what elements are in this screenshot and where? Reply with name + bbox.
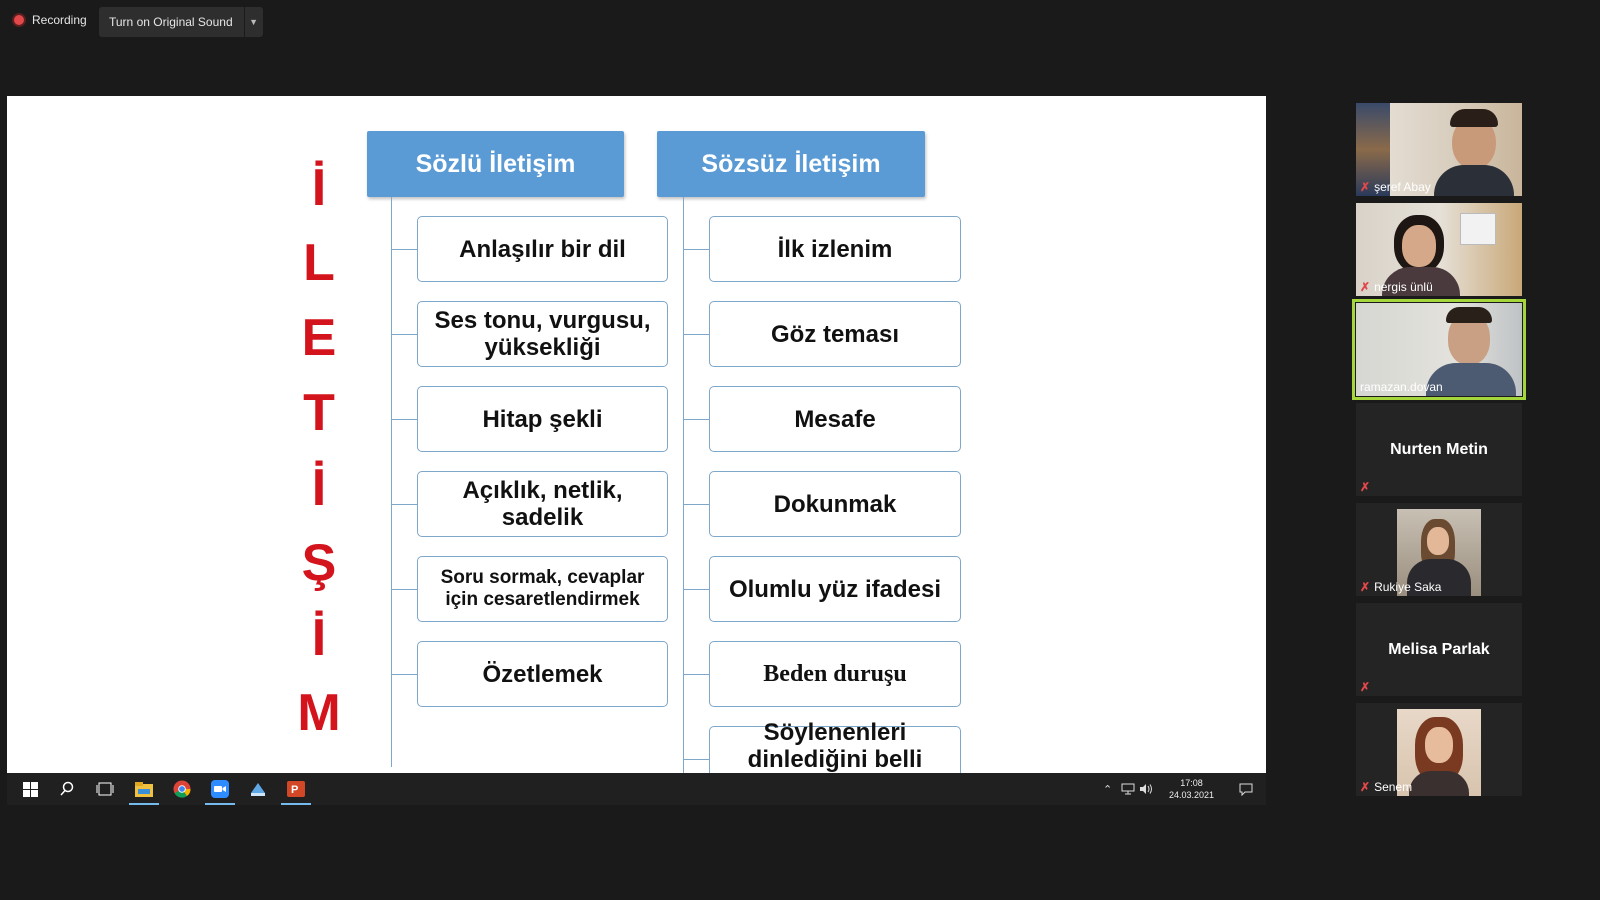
participant-tile[interactable]: ✗ nergis ünlü — [1356, 203, 1522, 296]
vertical-letter: L — [303, 234, 335, 292]
vertical-letter: E — [301, 309, 337, 367]
shared-screen: İ L E T İ Ş İ M Sözlü İletişim Sözsüz İl… — [7, 96, 1266, 773]
participant-name: şeref Abay — [1374, 180, 1431, 194]
clock-time: 17:08 — [1180, 778, 1203, 788]
muted-mic-icon: ✗ — [1360, 780, 1371, 794]
verbal-communication-header: Sözlü İletişim — [367, 131, 624, 197]
participant-video — [1356, 103, 1522, 196]
windows-start-icon[interactable] — [18, 777, 42, 801]
vertical-letter: İ — [311, 459, 327, 517]
verbal-item: Anlaşılır bir dil — [417, 216, 668, 282]
participant-name-bar: ✗ nergis ünlü — [1360, 280, 1433, 294]
svg-text:P: P — [291, 784, 298, 796]
connector-line — [683, 334, 709, 335]
nonverbal-item: Dokunmak — [709, 471, 961, 537]
vertical-letter: M — [297, 684, 341, 742]
muted-mic-icon: ✗ — [1360, 580, 1371, 594]
participant-name-large: Nurten Metin — [1390, 441, 1488, 458]
nonverbal-item: Mesafe — [709, 386, 961, 452]
participant-video — [1356, 303, 1522, 396]
connector-line — [391, 589, 417, 590]
nonverbal-item: Beden duruşu — [709, 641, 961, 707]
nonverbal-item: Göz teması — [709, 301, 961, 367]
participant-name-bar: ✗ şeref Abay — [1360, 180, 1431, 194]
participant-tile[interactable]: ✗ Senem — [1356, 703, 1522, 796]
vertical-letter: İ — [311, 609, 327, 667]
chevron-down-icon[interactable]: ▼ — [243, 7, 263, 37]
participant-tile[interactable]: Melisa Parlak ✗ — [1356, 603, 1522, 696]
participant-tile[interactable]: Nurten Metin ✗ — [1356, 403, 1522, 496]
nonverbal-communication-header: Sözsüz İletişim — [657, 131, 925, 197]
file-explorer-icon[interactable] — [129, 777, 159, 805]
powerpoint-icon[interactable]: P — [281, 777, 311, 805]
participant-name: ramazan.dovan — [1360, 380, 1443, 394]
verbal-item: Hitap şekli — [417, 386, 668, 452]
participant-name: Senem — [1374, 780, 1413, 794]
volume-icon[interactable] — [1139, 773, 1153, 805]
vertical-letter: Ş — [301, 534, 337, 592]
participant-photo — [1397, 709, 1481, 796]
verbal-item: Özetlemek — [417, 641, 668, 707]
connector-line — [683, 674, 709, 675]
connector-line — [391, 504, 417, 505]
participant-name-bar: ✗ — [1360, 480, 1370, 494]
connector-line — [683, 504, 709, 505]
connector-line — [683, 249, 709, 250]
participant-video — [1356, 203, 1522, 296]
participant-tile[interactable]: ✗ şeref Abay — [1356, 103, 1522, 196]
participant-name: Rukiye Saka — [1374, 580, 1442, 594]
connector-line — [391, 419, 417, 420]
participant-photo — [1397, 509, 1481, 596]
participant-tile[interactable]: ✗ Rukiye Saka — [1356, 503, 1522, 596]
participant-name-bar: ✗ Rukiye Saka — [1360, 580, 1441, 594]
task-view-icon[interactable] — [93, 777, 117, 801]
nonverbal-item: İlk izlenim — [709, 216, 961, 282]
participant-name-bar: ramazan.dovan — [1360, 380, 1443, 394]
chrome-icon[interactable] — [170, 777, 194, 801]
notification-icon[interactable] — [1239, 773, 1253, 805]
clock-date: 24.03.2021 — [1169, 790, 1215, 800]
connector-line — [391, 197, 392, 767]
verbal-item: Ses tonu, vurgusu,yüksekliği — [417, 301, 668, 367]
search-icon[interactable] — [55, 777, 79, 801]
connector-line — [391, 249, 417, 250]
muted-mic-icon: ✗ — [1360, 680, 1371, 694]
muted-mic-icon: ✗ — [1360, 280, 1371, 294]
connector-line — [391, 334, 417, 335]
vertical-letter: İ — [311, 159, 327, 217]
vertical-letter: T — [303, 384, 335, 442]
recording-icon — [14, 15, 24, 25]
connector-line — [391, 674, 417, 675]
taskbar: P ⌃ 17:08 24.03.2021 — [7, 773, 1266, 805]
vertical-title: İ L E T İ Ş İ M — [294, 151, 344, 751]
network-icon[interactable] — [1121, 773, 1135, 805]
participant-tile-active-speaker[interactable]: ramazan.dovan — [1352, 299, 1526, 400]
participant-name-large: Melisa Parlak — [1388, 641, 1490, 658]
recording-indicator[interactable]: Recording — [14, 13, 87, 27]
participant-name: nergis ünlü — [1374, 280, 1433, 294]
connector-line — [683, 759, 709, 760]
original-sound-label: Turn on Original Sound — [109, 15, 233, 29]
muted-mic-icon: ✗ — [1360, 480, 1371, 494]
connector-line — [683, 197, 684, 773]
connector-line — [683, 589, 709, 590]
recording-label: Recording — [32, 13, 87, 27]
taskbar-clock[interactable]: 17:08 24.03.2021 — [1169, 777, 1214, 801]
zoom-icon[interactable] — [205, 777, 235, 805]
participant-name-bar: ✗ Senem — [1360, 780, 1412, 794]
app-icon[interactable] — [246, 777, 270, 801]
verbal-item: Açıklık, netlik,sadelik — [417, 471, 668, 537]
connector-line — [683, 419, 709, 420]
nonverbal-item: Olumlu yüz ifadesi — [709, 556, 961, 622]
muted-mic-icon: ✗ — [1360, 180, 1371, 194]
tray-chevron-up-icon[interactable]: ⌃ — [1103, 783, 1113, 796]
participant-name-bar: ✗ — [1360, 680, 1370, 694]
original-sound-button[interactable]: Turn on Original Sound ▼ — [99, 7, 263, 37]
